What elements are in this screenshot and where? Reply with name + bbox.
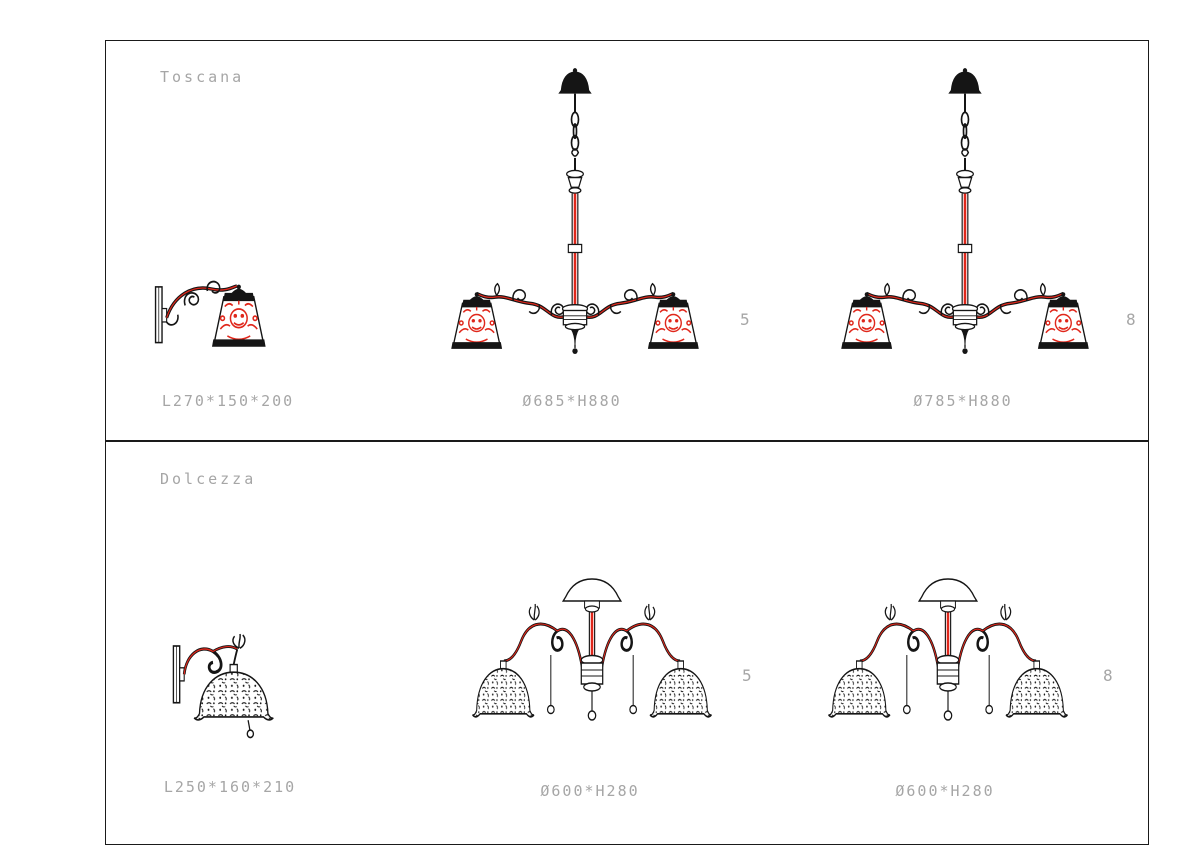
section-frame-toscana (105, 40, 1149, 441)
series-title-toscana: Toscana (160, 68, 245, 86)
series-title-dolcezza: Dolcezza (160, 470, 257, 488)
dolcezza-chandelier-8-drawing (808, 575, 1088, 727)
toscana-chandelier-8-drawing (815, 66, 1115, 356)
light-count-label: 8 (1103, 666, 1115, 685)
dimension-label: Ø600*H280 (540, 782, 640, 800)
toscana-chandelier-5-drawing (425, 66, 725, 356)
light-count-label: 8 (1126, 310, 1138, 329)
toscana-wall-sconce-drawing (150, 258, 298, 356)
dimension-label: Ø785*H880 (913, 392, 1013, 410)
dimension-label: L270*150*200 (161, 392, 295, 410)
light-count-label: 5 (742, 666, 754, 685)
dolcezza-wall-sconce-drawing (168, 622, 303, 742)
dolcezza-chandelier-5-drawing (452, 575, 732, 727)
section-frame-dolcezza (105, 441, 1149, 845)
light-count-label: 5 (740, 310, 752, 329)
dimension-label: Ø600*H280 (895, 782, 995, 800)
dimension-label: Ø685*H880 (522, 392, 622, 410)
dimension-label: L250*160*210 (163, 778, 297, 796)
